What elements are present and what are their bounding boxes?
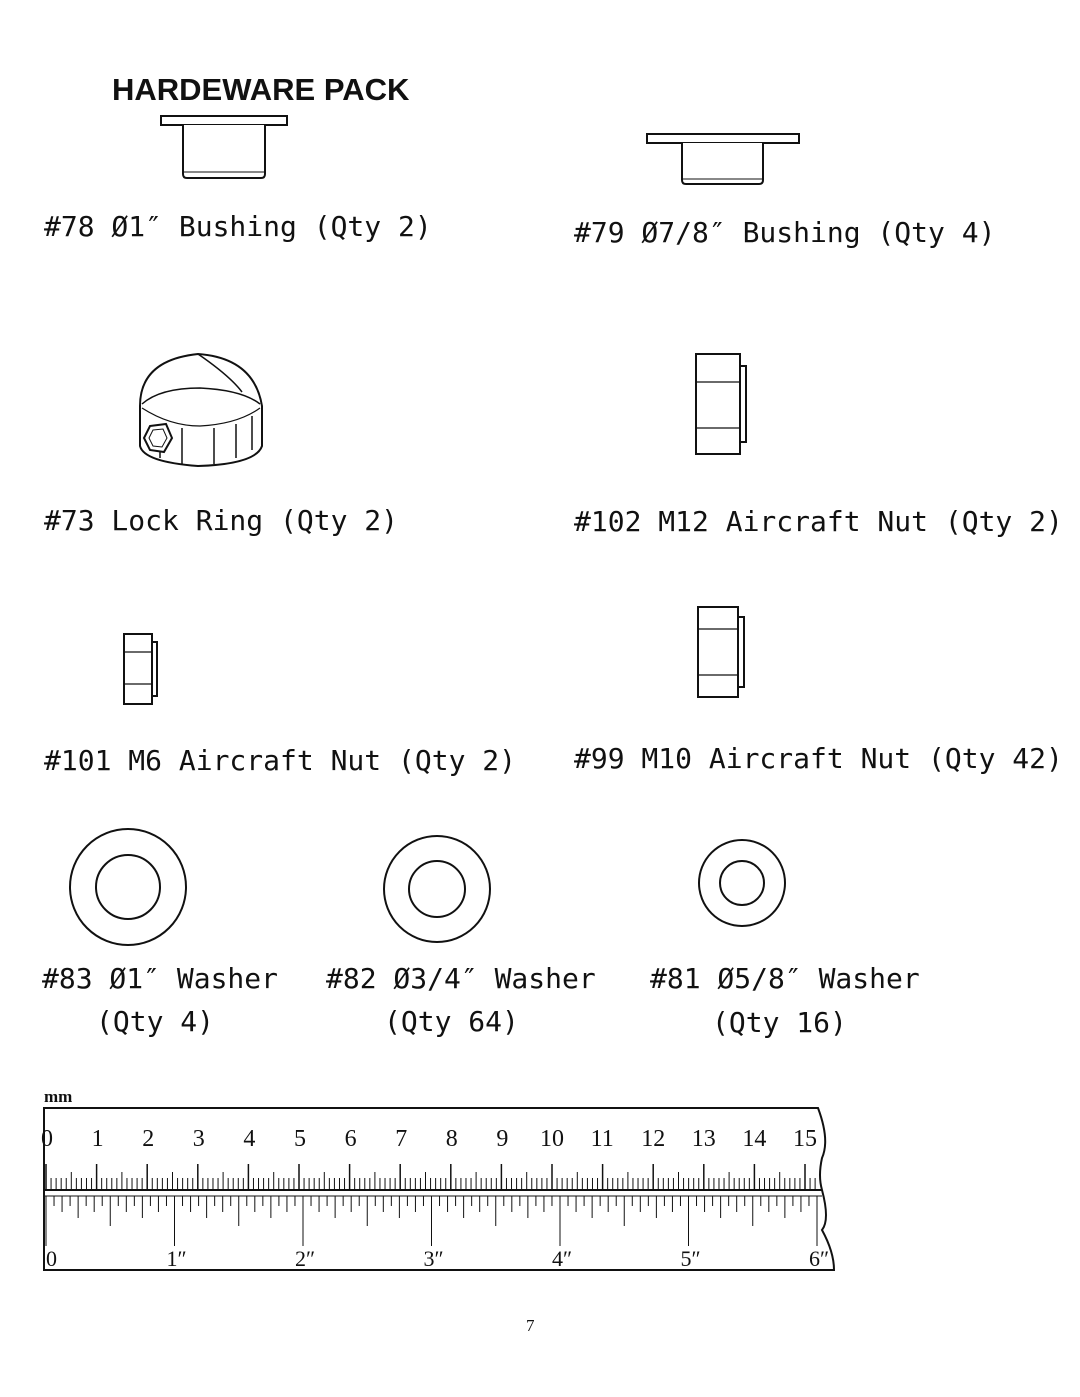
ruler-inch-number: 5″ xyxy=(681,1246,701,1271)
item-83-qty: (Qty 4) xyxy=(96,1005,215,1038)
item-83-label: #83 Ø1″ Washer xyxy=(42,962,279,995)
item-101-label: #101 M6 Aircraft Nut (Qty 2) xyxy=(44,744,517,777)
ruler-inch-number: 0 xyxy=(46,1246,57,1271)
ruler-inch-number: 4″ xyxy=(552,1246,572,1271)
ruler-inch-number: 6″ xyxy=(809,1246,829,1271)
item-99-label: #99 M10 Aircraft Nut (Qty 42) xyxy=(574,742,1063,775)
ruler-inch-number: 1″ xyxy=(167,1246,187,1271)
nut-102-icon xyxy=(695,353,747,455)
ruler-mm-number: 13 xyxy=(692,1126,716,1152)
ruler-inch-number: 2″ xyxy=(295,1246,315,1271)
item-78-label: #78 Ø1″ Bushing (Qty 2) xyxy=(44,210,432,243)
ruler-mm-number: 0 xyxy=(41,1126,53,1152)
ruler-mm-number: 8 xyxy=(446,1126,458,1152)
ruler-mm-number: 3 xyxy=(193,1126,205,1152)
item-81-label: #81 Ø5/8″ Washer xyxy=(650,962,920,995)
ruler-mm-number: 6 xyxy=(345,1126,357,1152)
bushing-79-icon xyxy=(646,133,800,185)
page-number: 7 xyxy=(526,1316,535,1335)
ruler-mm-number: 4 xyxy=(243,1126,255,1152)
item-102-label: #102 M12 Aircraft Nut (Qty 2) xyxy=(574,505,1063,538)
lock-ring-icon xyxy=(139,352,263,468)
item-82-qty: (Qty 64) xyxy=(384,1005,519,1038)
item-73-label: #73 Lock Ring (Qty 2) xyxy=(44,504,399,537)
washer-82-icon xyxy=(383,835,491,943)
ruler-unit-label: mm xyxy=(44,1087,72,1106)
ruler-mm-number: 15 xyxy=(793,1126,817,1152)
ruler-mm-number: 5 xyxy=(294,1126,306,1152)
ruler-mm-number: 11 xyxy=(591,1126,614,1152)
item-79-label: #79 Ø7/8″ Bushing (Qty 4) xyxy=(574,216,996,249)
item-82-label: #82 Ø3/4″ Washer xyxy=(326,962,596,995)
nut-99-icon xyxy=(697,606,745,698)
nut-101-icon xyxy=(123,633,158,705)
page-title: HARDEWARE PACK xyxy=(112,72,410,107)
washer-81-icon xyxy=(698,839,786,927)
ruler-mm-number: 12 xyxy=(641,1126,665,1152)
ruler-mm-number: 9 xyxy=(496,1126,508,1152)
ruler-mm-number: 7 xyxy=(395,1126,407,1152)
washer-83-icon xyxy=(69,828,187,946)
ruler-mm-number: 2 xyxy=(142,1126,154,1152)
item-81-qty: (Qty 16) xyxy=(712,1006,847,1039)
ruler-mm-number: 10 xyxy=(540,1126,564,1152)
ruler-mm-number: 14 xyxy=(742,1126,766,1152)
ruler-inch-number: 3″ xyxy=(424,1246,444,1271)
ruler-mm-number: 1 xyxy=(92,1126,104,1152)
bushing-78-icon xyxy=(160,115,288,179)
